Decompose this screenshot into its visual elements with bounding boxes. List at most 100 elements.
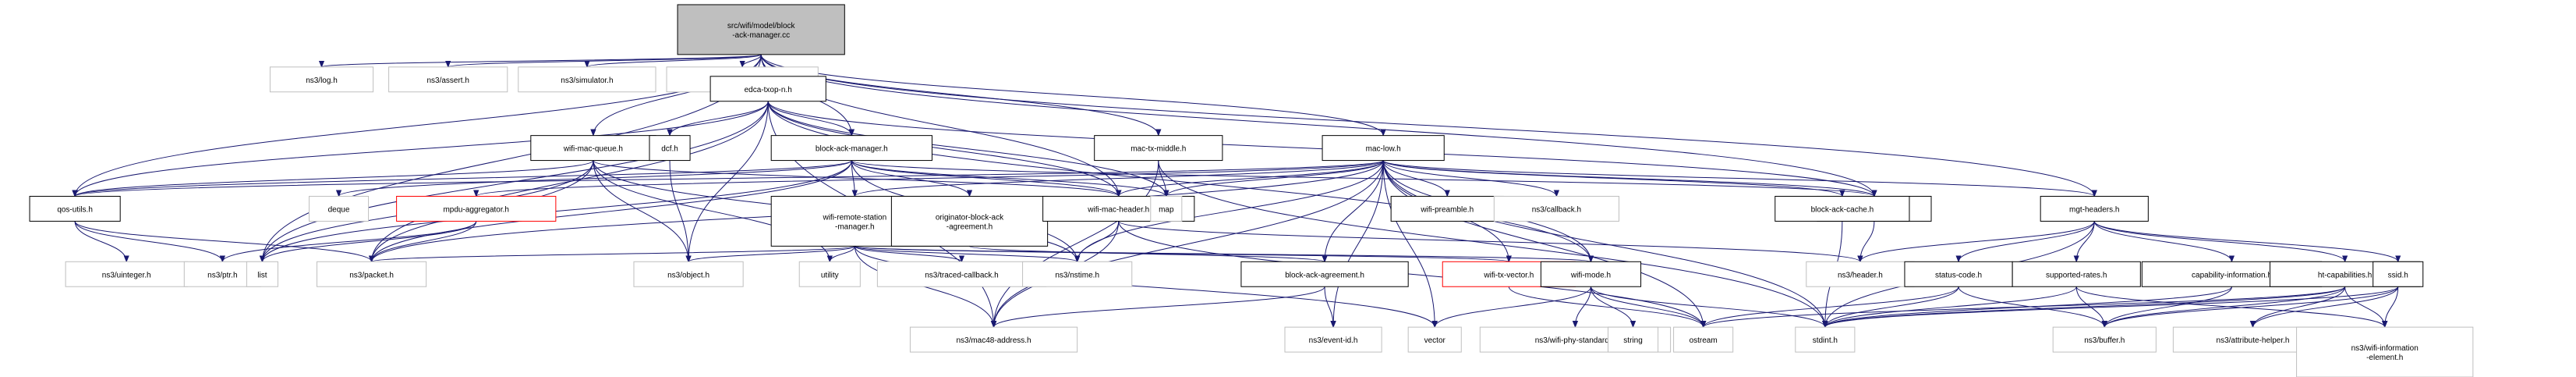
edge-mgt-to-hdr [1860,221,2095,262]
edge-mgt-to-ssid [2093,221,2397,262]
edge-root-to-simulator [587,54,762,68]
node-eventid: ns3/event-id.h [1284,326,1382,353]
node-label: ns3/uinteger.h [102,271,151,279]
edge-wmode-to-string [1590,286,1633,328]
edge-maclow-to-wmh [1119,160,1384,197]
edge-baa-to-eventid [1324,286,1333,327]
edge-mpdu-to-packet [372,221,477,262]
edge-root-to-ctrl [760,54,1874,197]
edge-ssid-to-buffer [2104,286,2399,328]
edge-wrsm-to-wtv [854,245,1509,262]
node-label: mgt-headers.h [2069,205,2119,214]
node-mpdu[interactable]: mpdu-aggregator.h [396,195,557,222]
edge-mpdu-to-ptr [222,221,477,262]
node-ssid[interactable]: ssid.h [2373,261,2424,287]
node-label: ns3/log.h [306,76,338,85]
node-label: ns3/mac48-address.h [956,336,1031,345]
edge-maclow-to-mgt [1382,160,2094,197]
edge-wtv-to-ostream [1508,286,1703,328]
node-qos[interactable]: qos-utils.h [29,195,121,222]
node-bac[interactable]: block-ack-cache.h [1775,195,1910,222]
node-srates[interactable]: supported-rates.h [2012,261,2141,287]
edge-maclow-to-cb [1382,160,1556,197]
node-wmode[interactable]: wifi-mode.h [1540,261,1642,287]
edge-maclow-to-bac [1382,160,1842,197]
node-label: ns3/header.h [1838,271,1883,279]
node-label: qos-utils.h [57,205,93,214]
edge-edca-to-dcf [670,101,769,136]
node-deque: deque [308,195,370,222]
node-mgt[interactable]: mgt-headers.h [2040,195,2149,222]
node-label: deque [328,205,350,214]
node-wpre[interactable]: wifi-preamble.h [1390,195,1504,222]
edge-baa-to-mac48 [994,286,1325,328]
node-label: supported-rates.h [2046,271,2107,279]
node-label: -manager.h [835,222,875,231]
node-utility: utility [798,261,861,287]
edge-mgt-to-capinfo [2093,221,2231,262]
edge-maclow-to-ostream [1382,160,1703,328]
edge-wmode-to-vector [1435,286,1591,328]
edge-mgt-to-status [1959,221,2095,262]
node-maclow[interactable]: mac-low.h [1322,135,1445,162]
edge-maclow-to-wrsm [855,160,1384,197]
edge-htcap-to-stdint [1825,286,2346,328]
node-mac48: ns3/mac48-address.h [909,326,1078,353]
node-uint: ns3/uinteger.h [65,261,188,287]
edge-bam-to-wmh [851,160,1118,197]
edge-qos-to-packet [74,221,371,262]
edge-wmh-to-nstime [1077,221,1120,262]
node-label: mac-low.h [1366,145,1401,154]
edge-obam-to-baa [969,245,1325,262]
node-edca[interactable]: edca-txop-n.h [709,76,826,102]
edge-wmh-to-ostream [1118,221,1704,327]
edge-maclow-to-stdint [1382,160,1825,328]
node-label: ns3/event-id.h [1309,336,1358,345]
node-label: src/wifi/model/block [727,22,796,30]
node-root[interactable]: src/wifi/model/block-ack-manager.cc [677,4,845,55]
node-label: ns3/wifi-phy-standard.h [1535,336,1615,345]
edge-ssid-to-stdint [1825,286,2399,328]
edge-wrsm-to-utility [830,246,855,262]
node-label: utility [821,271,839,279]
node-label: block-ack-manager.h [816,145,888,154]
edge-root-to-log [321,54,762,68]
edge-capinfo-to-buffer [2104,286,2232,328]
edge-wmode-to-phystd [1575,286,1591,327]
node-label: -element.h [2366,354,2403,362]
edge-htcap-to-ostream [1704,286,2346,328]
node-dcf[interactable]: dcf.h [649,135,691,162]
node-label: ssid.h [2388,271,2408,279]
node-label: block-ack-agreement.h [1285,271,1364,279]
node-list: list [246,261,278,287]
edge-wrsm-to-tcb [854,245,961,262]
node-label: -ack-manager.cc [732,31,790,40]
node-ostream: ostream [1673,326,1734,353]
edge-bam-to-packet [372,160,852,262]
edge-root-to-fatal [742,54,762,67]
node-obam[interactable]: originator-block-ack-agreement.h [890,195,1049,247]
header-nodes: src/wifi/model/block-ack-manager.cc ns3/l… [29,4,2474,377]
edge-maclow-to-qos [75,160,1384,197]
node-string: string [1607,326,1659,353]
node-map: map [1150,195,1183,222]
edge-ssid-to-attrhelper [2252,286,2399,328]
edge-wrsm-to-wmode [854,245,1591,262]
node-bam[interactable]: block-ack-manager.h [770,135,932,162]
node-baa[interactable]: block-ack-agreement.h [1240,261,1409,287]
node-wmq[interactable]: wifi-mac-queue.h [530,135,656,162]
node-vector: vector [1407,326,1462,353]
node-status[interactable]: status-code.h [1904,261,2013,287]
edge-wrsm-to-object [688,245,855,262]
node-simulator: ns3/simulator.h [518,66,656,93]
edge-srates-to-stdint [1825,286,2077,328]
node-tcb: ns3/traced-callback.h [876,261,1047,287]
edge-edca-to-ctrl [767,101,1874,197]
node-label: -agreement.h [947,222,993,231]
edge-qos-to-uint [74,221,126,262]
node-label: ns3/object.h [667,271,709,279]
node-label: list [257,271,267,279]
node-mtm[interactable]: mac-tx-middle.h [1094,135,1223,162]
edge-mtm-to-stdint [1158,160,1825,328]
